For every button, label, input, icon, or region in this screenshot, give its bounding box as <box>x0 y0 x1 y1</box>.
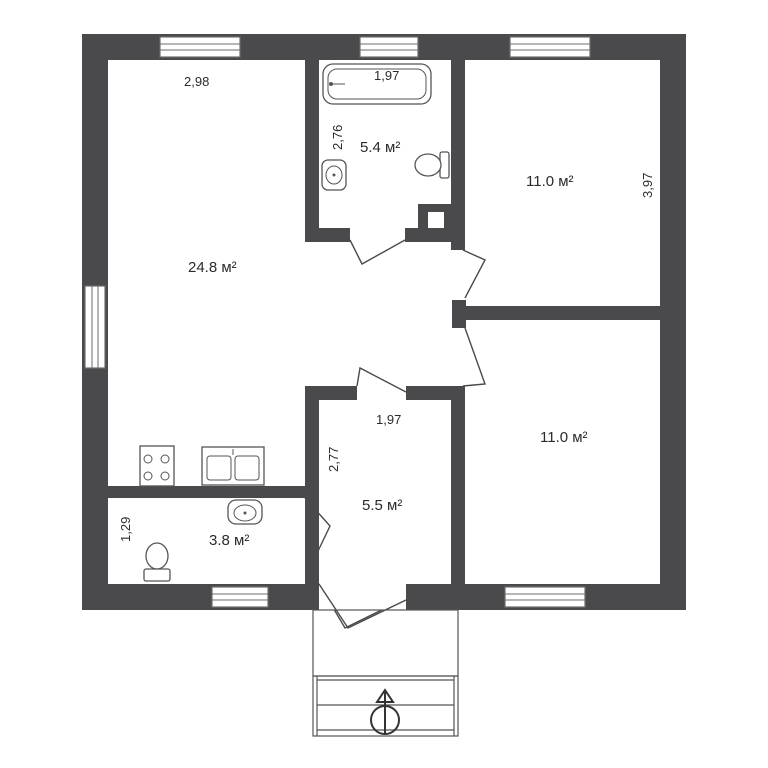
bath-toilet-icon <box>414 151 450 179</box>
dim-hall-height: 2,77 <box>326 447 341 472</box>
entrance-arrow-icon <box>370 688 400 735</box>
window-bottom-bedroom <box>504 586 586 608</box>
wc-sink-icon <box>227 499 263 525</box>
window-left-living <box>84 285 106 369</box>
area-bedroom-top: 11.0 м² <box>526 173 574 190</box>
dim-hall-width: 1,97 <box>376 412 401 427</box>
area-bedroom-bottom: 11.0 м² <box>540 429 588 446</box>
dimension-labels: 2,98 1,97 2,76 3,97 1,97 2,77 1,29 <box>118 68 655 542</box>
doors <box>304 239 486 629</box>
bath-sink-icon <box>321 159 347 191</box>
window-top-bedroom <box>509 36 591 58</box>
inner-walls <box>108 60 686 584</box>
wc-toilet-icon <box>143 542 171 582</box>
bathtub-icon <box>322 63 432 105</box>
kitchen-sink-icon <box>201 446 265 486</box>
outer-walls <box>82 34 686 610</box>
area-bath-top: 5.4 м² <box>360 139 400 156</box>
dim-bath-height: 2,76 <box>330 125 345 150</box>
area-wc: 3.8 м² <box>209 532 249 549</box>
window-top-living <box>159 36 241 58</box>
window-bottom-wc <box>211 586 269 608</box>
stove-icon <box>139 445 175 487</box>
windows <box>84 36 591 608</box>
dim-bath-width: 1,97 <box>374 68 399 83</box>
dim-living-width: 2,98 <box>184 74 209 89</box>
window-top-bath <box>359 36 419 58</box>
dim-bedroom-height: 3,97 <box>640 173 655 198</box>
area-labels: 24.8 м² 5.4 м² 11.0 м² 11.0 м² 5.5 м² 3.… <box>188 139 588 549</box>
area-living: 24.8 м² <box>188 259 237 276</box>
dim-wc-height: 1,29 <box>118 517 133 542</box>
area-hall: 5.5 м² <box>362 497 402 514</box>
